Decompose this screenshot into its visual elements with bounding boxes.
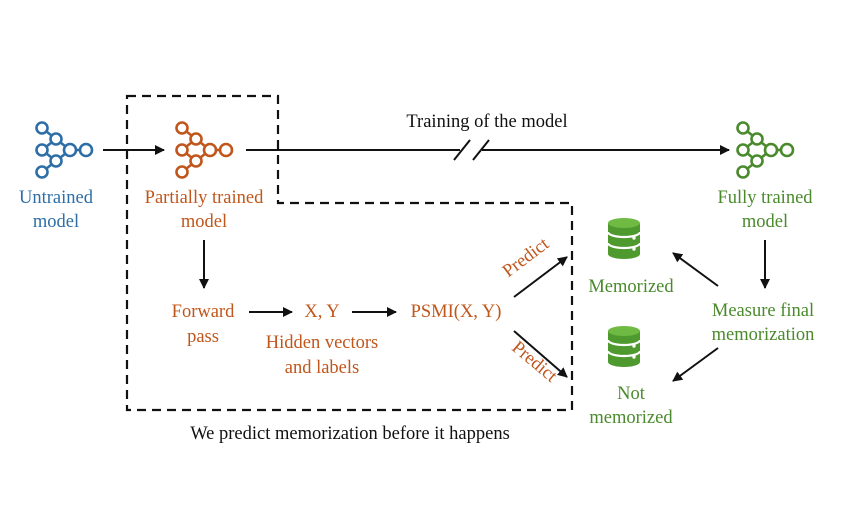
memorized-label: Memorized — [588, 277, 674, 297]
training-label: Training of the model — [406, 112, 567, 132]
arrow-measure-to-memorized — [672, 252, 719, 287]
untrained-model-icon — [35, 121, 94, 179]
partial-label-line1: Partially trained — [145, 188, 264, 208]
break-mark-1 — [453, 139, 471, 161]
partial-label-line2: model — [181, 212, 227, 232]
memorized-database-icon — [606, 216, 642, 261]
xy-label: X, Y — [304, 302, 339, 322]
trained-label-line1: Fully trained — [717, 188, 813, 208]
partial-model-icon — [175, 121, 234, 179]
forward-label-line2: pass — [187, 327, 219, 347]
predict-bottom-label: Predict — [508, 338, 562, 388]
not-memorized-database-icon — [606, 324, 642, 369]
trained-label-line2: model — [742, 212, 788, 232]
hidden-label-line2: and labels — [285, 358, 360, 378]
dashed-region-outline — [125, 94, 574, 412]
trained-model-icon — [736, 121, 795, 179]
break-mark-2 — [472, 139, 490, 161]
untrained-label-line2: model — [33, 212, 79, 232]
caption: We predict memorization before it happen… — [190, 424, 510, 444]
not-memorized-label-line1: Not — [617, 384, 646, 404]
forward-label-line1: Forward — [172, 302, 235, 322]
arrow-measure-to-not-memorized — [672, 347, 719, 382]
untrained-label-line1: Untrained — [19, 188, 94, 208]
arrow-psmi-to-not-memorized — [513, 330, 568, 378]
measure-label-line1: Measure final — [712, 301, 814, 321]
predict-top-label: Predict — [499, 234, 554, 282]
measure-label-line2: memorization — [712, 325, 815, 345]
hidden-label-line1: Hidden vectors — [266, 333, 379, 353]
psmi-label: PSMI(X, Y) — [411, 302, 502, 322]
arrow-psmi-to-memorized — [513, 256, 568, 298]
not-memorized-label-line2: memorized — [589, 408, 673, 428]
